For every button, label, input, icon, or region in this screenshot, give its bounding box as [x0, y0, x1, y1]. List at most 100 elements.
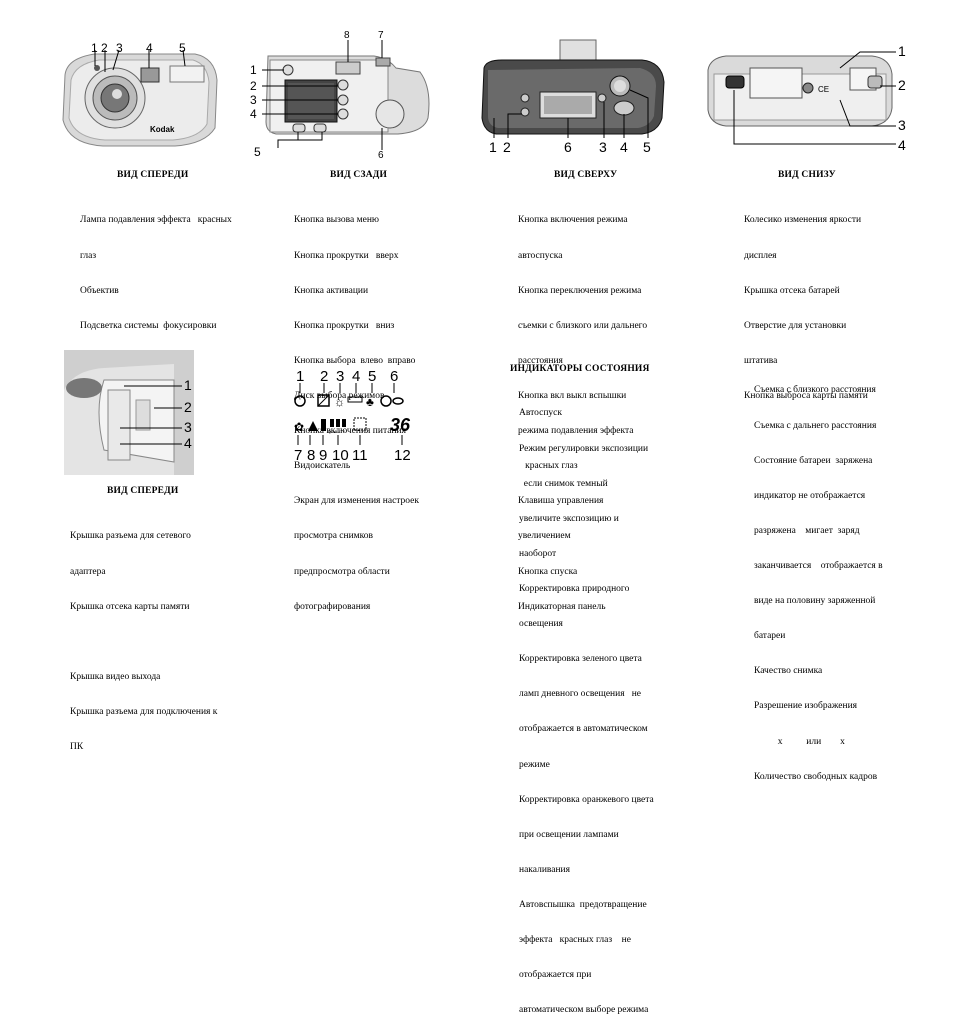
front-item: Объектив — [80, 285, 119, 296]
back-item: Кнопка прокрутки вниз — [294, 320, 395, 331]
front-callout-2: 2 — [101, 41, 108, 55]
top-view-illustration: 1 2 6 3 4 5 — [481, 39, 665, 155]
status-item: Съемка с дальнего расстояния — [754, 420, 877, 431]
status-item: х или х — [754, 736, 845, 747]
bottom-item: штатива — [744, 355, 778, 366]
side-legend: Крышка разъема для сетевого адаптера Кры… — [70, 508, 217, 765]
side-callout-4: 4 — [184, 435, 192, 451]
top-legend: Кнопка включения режима автоспуска Кнопк… — [518, 192, 647, 625]
status-num-10: 10 — [332, 447, 349, 464]
front-callout-3: 3 — [116, 41, 123, 55]
tungsten-icon: ♣ — [366, 395, 374, 409]
side-item: ПК — [70, 742, 84, 753]
top-item: Клавиша управления — [518, 496, 604, 507]
status-item: виде на половину заряженной — [754, 596, 876, 607]
front-view-illustration: 1 2 3 4 5 Kodak — [62, 41, 218, 147]
top-item: Кнопка спуска — [518, 566, 578, 577]
back-item: Кнопка включения питания — [294, 426, 406, 437]
bottom-item: Крышка отсека батарей — [744, 285, 840, 296]
status-num-7: 7 — [294, 447, 302, 464]
side-item: Крышка видео выхода — [70, 671, 161, 682]
back-item: Экран для изменения настроек — [294, 496, 420, 507]
back-item: Кнопка выбора влево вправо — [294, 355, 416, 366]
status-num-2: 2 — [320, 368, 328, 385]
front-callout-5: 5 — [179, 41, 186, 55]
status-item: отображается в автоматическом — [519, 724, 648, 735]
status-item: эффекта красных глаз не — [519, 935, 631, 946]
status-item: автоматическом выборе режима — [519, 1005, 649, 1016]
back-callout-4: 4 — [250, 107, 257, 121]
top-callout-2: 2 — [503, 139, 511, 155]
status-item: Автовспышка предотвращение — [519, 899, 647, 910]
resolution-icon — [353, 417, 367, 431]
status-item: Съемка с близкого расстояния — [754, 385, 876, 396]
bottom-callout-2: 2 — [898, 77, 906, 93]
side-heading: ВИД СПЕРЕДИ — [107, 486, 179, 496]
red-eye-icon — [392, 397, 404, 405]
status-item: Корректировка оранжевого цвета — [519, 794, 654, 805]
back-legend: Кнопка вызова меню Кнопка прокрутки ввер… — [294, 192, 419, 625]
side-item: Крышка разъема для сетевого — [70, 531, 191, 542]
status-item: разряжена мигает заряд — [754, 525, 860, 536]
daylight-icon: ☼ — [334, 395, 345, 409]
side-item: адаптера — [70, 566, 106, 577]
frames-counter: 36 — [390, 415, 411, 435]
flash-icon — [380, 395, 392, 407]
self-timer-icon — [294, 395, 306, 407]
bottom-callout-1: 1 — [898, 43, 906, 59]
status-item: режиме — [519, 759, 550, 770]
back-callout-8: 8 — [344, 30, 350, 41]
front-heading: ВИД СПЕРЕДИ — [117, 170, 189, 180]
back-item: предпросмотра области — [294, 566, 390, 577]
battery-icon — [321, 419, 326, 431]
back-item: Кнопка прокрутки вверх — [294, 250, 399, 261]
front-brand-logo: Kodak — [150, 125, 175, 134]
side-callout-3: 3 — [184, 419, 192, 435]
status-num-4: 4 — [352, 368, 360, 385]
status-item: Количество свободных кадров — [754, 771, 878, 782]
back-view-illustration: 1 2 3 4 5 6 7 8 — [250, 30, 430, 158]
top-callout-5: 5 — [643, 139, 651, 155]
bottom-item: дисплея — [744, 250, 777, 261]
back-heading: ВИД СЗАДИ — [330, 170, 388, 180]
front-item: глаз — [80, 250, 97, 261]
back-callout-2: 2 — [250, 79, 257, 93]
status-num-12: 12 — [394, 447, 411, 464]
top-item: Кнопка включения режима — [518, 215, 628, 226]
top-callout-4: 4 — [620, 139, 628, 155]
status-legend-left: Автоспуск Режим регулировки экспозиции е… — [519, 385, 654, 1029]
status-num-3: 3 — [336, 368, 344, 385]
bottom-item: Отверстие для установки — [744, 320, 847, 331]
top-item: Индикаторная панель — [518, 601, 606, 612]
status-item: Режим регулировки экспозиции — [519, 443, 649, 454]
side-item — [70, 637, 217, 649]
top-item: расстояния — [518, 355, 563, 366]
back-callout-3: 3 — [250, 93, 257, 107]
status-num-6: 6 — [390, 368, 398, 385]
status-num-5: 5 — [368, 368, 376, 385]
quality-icon: QUALITY — [328, 419, 346, 434]
status-legend-right: Съемка с близкого расстояния Съемка с да… — [754, 362, 883, 795]
back-item: Кнопка вызова меню — [294, 215, 379, 226]
front-item: Лампа подавления эффекта красных — [80, 215, 232, 226]
status-item: заканчивается отображается в — [754, 560, 883, 571]
top-item: автоспуска — [518, 250, 563, 261]
bottom-heading: ВИД СНИЗУ — [778, 170, 836, 180]
side-item: Крышка отсека карты памяти — [70, 601, 190, 612]
back-item: просмотра снимков — [294, 531, 374, 542]
svg-text:CE: CE — [818, 85, 829, 94]
back-callout-7: 7 — [378, 30, 384, 41]
back-item: Видоискатель — [294, 461, 351, 472]
status-icons-illustration: 1 2 3 4 5 6 ☼ ♣ ✿ QUALITY 36 — [294, 368, 411, 464]
bottom-callout-4: 4 — [898, 137, 906, 153]
status-item: Автоспуск — [519, 408, 563, 419]
bottom-item: Колесико изменения яркости — [744, 215, 862, 226]
status-num-11: 11 — [352, 447, 368, 464]
status-item: отображается при — [519, 970, 592, 981]
status-item: Корректировка природного — [519, 583, 630, 594]
back-callout-1: 1 — [250, 63, 257, 77]
side-callout-2: 2 — [184, 399, 192, 415]
top-item: красных глаз — [518, 461, 578, 472]
status-item: освещения — [519, 619, 563, 630]
status-item: Разрешение изображения — [754, 701, 858, 712]
